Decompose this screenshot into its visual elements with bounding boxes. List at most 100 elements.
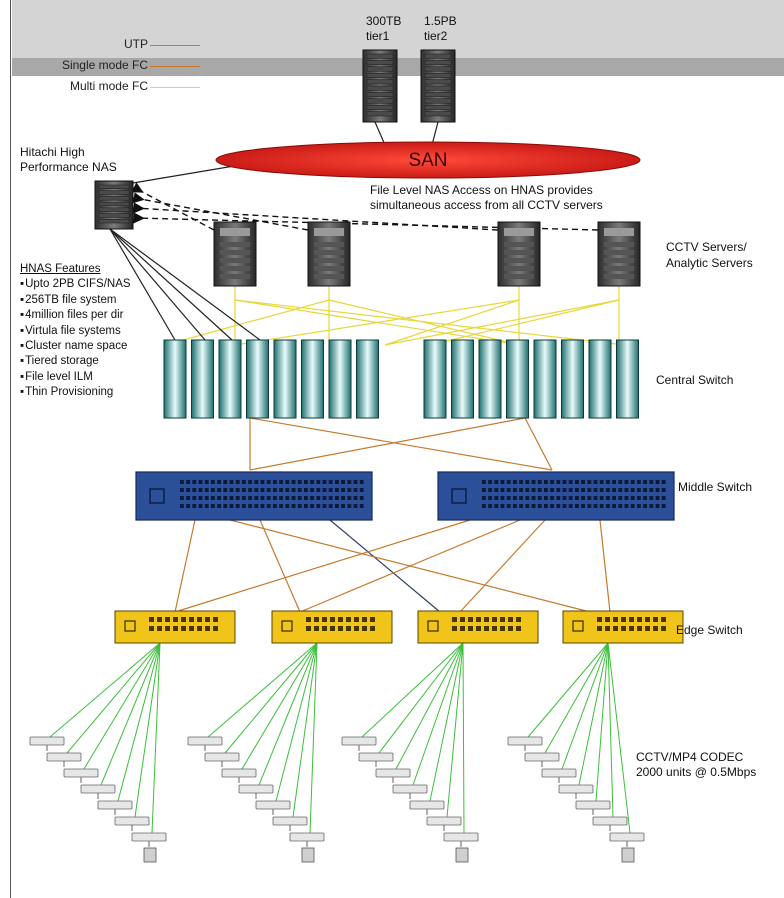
connection-lines bbox=[49, 121, 631, 834]
edge-switch-port bbox=[322, 626, 327, 631]
legend-multi-mode-line bbox=[150, 87, 200, 88]
edge-switch-port bbox=[621, 617, 626, 622]
cctv-camera bbox=[443, 832, 479, 842]
rack-slot bbox=[366, 53, 394, 59]
central-switch bbox=[163, 339, 639, 419]
middle-switch-port bbox=[575, 504, 579, 508]
multi-mode-fc-link bbox=[234, 299, 520, 346]
middle-switch-port bbox=[242, 504, 246, 508]
edge-switch-port bbox=[460, 617, 465, 622]
edge-switch-port bbox=[637, 617, 642, 622]
edge-switch-port bbox=[661, 626, 666, 631]
rack-slot bbox=[98, 213, 130, 218]
middle-switch-port bbox=[248, 504, 252, 508]
utp-link bbox=[607, 642, 614, 818]
edge-switch-port bbox=[629, 626, 634, 631]
middle-switch-port bbox=[211, 496, 215, 500]
legend-multi-mode-label: Multi mode FC bbox=[69, 79, 148, 93]
utp-link bbox=[292, 642, 318, 818]
middle-switch-port bbox=[587, 488, 592, 492]
middle-switch-port bbox=[304, 488, 308, 492]
multi-mode-fc-link bbox=[384, 299, 620, 346]
middle-switch-port bbox=[525, 504, 530, 508]
middle-switch-port bbox=[556, 496, 561, 500]
middle-switch-port bbox=[248, 480, 252, 484]
single-mode-fc-link bbox=[174, 519, 196, 613]
utp-link bbox=[578, 642, 609, 786]
middle-switch-port bbox=[544, 480, 548, 484]
edge-switch-port bbox=[362, 617, 367, 622]
middle-switch-port bbox=[513, 504, 517, 508]
middle-switch-port bbox=[513, 488, 517, 492]
middle-switch-port bbox=[630, 488, 635, 492]
middle-switch-port bbox=[273, 480, 277, 484]
edge-switch-port bbox=[330, 617, 335, 622]
edge-switch-port bbox=[492, 626, 497, 631]
rack-slot bbox=[366, 60, 394, 66]
nas-device bbox=[94, 180, 134, 230]
middle-switch-port bbox=[322, 504, 327, 508]
middle-switch-port bbox=[550, 496, 554, 500]
multi-mode-fc-link bbox=[328, 299, 521, 346]
utp-link bbox=[309, 642, 318, 834]
edge-switch-port bbox=[189, 626, 194, 631]
edge-switch-port bbox=[354, 617, 359, 622]
middle-switch-port bbox=[606, 480, 610, 484]
middle-switch-port bbox=[291, 488, 296, 492]
nas-note-line2: simultaneous access from all CCTV server… bbox=[370, 198, 603, 212]
edge-switch-port bbox=[500, 617, 505, 622]
middle-switch-port bbox=[488, 488, 492, 492]
middle-switch-port bbox=[494, 496, 499, 500]
edge-switch-port bbox=[346, 617, 351, 622]
cctv-camera bbox=[80, 784, 116, 794]
middle-switch-port bbox=[260, 504, 265, 508]
middle-switch-port bbox=[316, 488, 321, 492]
server-slot bbox=[504, 242, 534, 247]
legend-utp-label: UTP bbox=[124, 37, 148, 51]
feature-item: Thin Provisioning bbox=[20, 385, 131, 400]
middle-switch-port bbox=[550, 488, 554, 492]
middle-switch-port bbox=[655, 488, 660, 492]
edge-switch-port bbox=[306, 617, 311, 622]
edge-switch-port bbox=[306, 626, 311, 631]
utp-link bbox=[66, 642, 161, 754]
middle-switch-port bbox=[279, 496, 283, 500]
server-slot bbox=[314, 258, 344, 263]
middle-switch-port bbox=[347, 504, 352, 508]
middle-switch-port bbox=[304, 480, 308, 484]
central-switch-module bbox=[273, 339, 297, 419]
middle-switch-port bbox=[359, 488, 364, 492]
edge-switch-port bbox=[314, 617, 319, 622]
middle-switch-port bbox=[217, 488, 221, 492]
edge-switch-port bbox=[605, 617, 610, 622]
server-slot bbox=[220, 266, 250, 271]
middle-switch-port bbox=[618, 504, 623, 508]
rack-slot bbox=[424, 85, 452, 91]
edge-switch-port bbox=[605, 626, 610, 631]
middle-switch-port bbox=[568, 488, 573, 492]
utp-link bbox=[151, 642, 161, 834]
middle-switch-port bbox=[285, 496, 290, 500]
middle-switch-port bbox=[488, 480, 492, 484]
middle-switch-port bbox=[506, 480, 511, 484]
middle-switch-port bbox=[347, 480, 352, 484]
header-band bbox=[12, 0, 784, 62]
feature-item: 256TB file system bbox=[20, 293, 131, 308]
server-slot bbox=[314, 242, 344, 247]
middle-switch-port bbox=[500, 504, 505, 508]
edge-switch-port bbox=[460, 626, 465, 631]
cctv-camera bbox=[131, 832, 167, 842]
central-switch-module bbox=[163, 339, 187, 419]
middle-switch-port bbox=[562, 480, 567, 484]
utp-link bbox=[258, 642, 318, 786]
server-slot bbox=[504, 274, 534, 279]
server-slot bbox=[220, 242, 250, 247]
edge-switch-port bbox=[516, 617, 521, 622]
middle-switch-port bbox=[204, 488, 209, 492]
edge-switch-port bbox=[476, 617, 481, 622]
middle-switch-port bbox=[618, 488, 623, 492]
middle-switch-port bbox=[661, 488, 666, 492]
rack-slot bbox=[424, 104, 452, 110]
middle-switch-port bbox=[235, 496, 240, 500]
central-switch-module bbox=[588, 339, 612, 419]
